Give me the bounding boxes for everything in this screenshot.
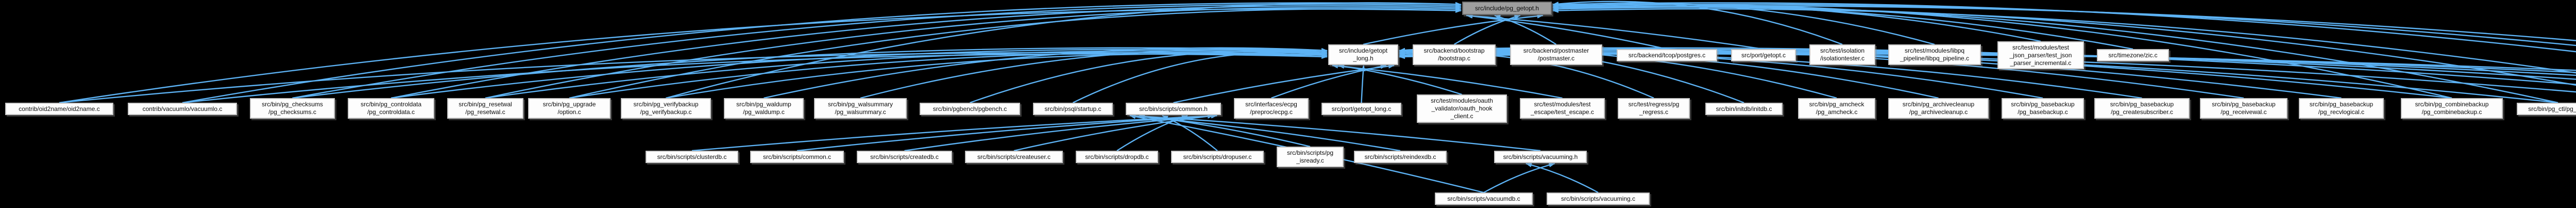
graph-node-vacuumingh[interactable]: src/bin/scripts/vacuuming.h (1494, 151, 1587, 163)
include-edge (1526, 163, 1599, 194)
include-edge (182, 2, 1462, 104)
graph-node-libpq[interactable]: src/test/modules/libpq _pipeline/libpq_p… (1888, 44, 1981, 65)
include-edge (1129, 114, 1401, 152)
include-edge (1363, 13, 1544, 45)
include-edge (59, 52, 1328, 104)
graph-node-commonh[interactable]: src/bin/scripts/common.h (1126, 103, 1221, 115)
graph-node-archivecleanup[interactable]: src/bin/pg_archivecleanup /pg_archivecle… (1888, 98, 1989, 119)
graph-node-postmaster[interactable]: src/backend/postmaster /postmaster.c (1510, 44, 1602, 65)
graph-node-verifybackup[interactable]: src/bin/pg_verifybackup /pg_verifybackup… (621, 98, 711, 119)
include-edge (59, 8, 1462, 104)
include-edge (1361, 65, 1366, 103)
graph-node-vacuumingc[interactable]: src/bin/scripts/vacuuming.c (1547, 193, 1650, 205)
graph-node-isotester[interactable]: src/test/isolation /isolationtester.c (1809, 44, 1875, 65)
graph-node-dropdb[interactable]: src/bin/scripts/dropdb.c (1076, 151, 1158, 163)
include-edge (1552, 1, 1843, 45)
include-edge (764, 47, 1328, 99)
include-edge (1139, 114, 1311, 148)
graph-node-clusterdb[interactable]: src/bin/scripts/clusterdb.c (646, 151, 738, 163)
include-edge (860, 49, 1328, 99)
include-edge (1552, 4, 2041, 42)
graph-node-combinebackup[interactable]: src/bin/pg_combinebackup /pg_combineback… (2401, 98, 2503, 119)
graph-node-walsummary[interactable]: src/bin/pg_walsummary /pg_walsummary.c (814, 98, 907, 119)
include-edge (1162, 115, 1218, 151)
include-edge (796, 114, 1217, 152)
include-edge (391, 5, 1462, 99)
include-edge (691, 114, 1217, 152)
include-edge (1483, 163, 1555, 194)
include-edge (904, 114, 1217, 152)
graph-node-zic[interactable]: src/timezone/zic.c (2097, 49, 2169, 61)
graph-node-testescape[interactable]: src/test/modules/test _escape/test_escap… (1520, 98, 1605, 119)
graph-node-reindexdb[interactable]: src/bin/scripts/reindexdb.c (1354, 151, 1447, 163)
graph-node-recvlogical[interactable]: src/bin/pg_basebackup /pg_recvlogical.c (2299, 98, 2384, 119)
graph-node-createsubscriber[interactable]: src/bin/pg_basebackup /pg_createsubscrib… (2094, 98, 2190, 119)
include-edge (1072, 52, 1328, 104)
include-edge (569, 52, 1328, 99)
include-edge (1013, 114, 1214, 152)
graph-node-testjson[interactable]: src/test/modules/test _json_parser/test_… (1997, 41, 2084, 69)
graph-node-getoptlongc[interactable]: src/port/getopt_long.c (1321, 103, 1401, 115)
graph-node-root: src/include/pg_getopt.h (1462, 2, 1552, 15)
graph-node-glh[interactable]: src/include/getopt _long.h (1328, 44, 1398, 65)
include-edge (391, 49, 1328, 99)
graph-node-pgctl[interactable]: src/bin/pg_ctl/pg_ctl.c (2517, 103, 2576, 115)
include-edge (292, 47, 1328, 99)
include-edge (1332, 63, 1563, 99)
include-edge (1552, 2, 1935, 45)
graph-node-ecpg[interactable]: src/interfaces/ecpg /preproc/ecpg.c (1234, 98, 1309, 119)
graph-node-startup[interactable]: src/bin/psql/startup.c (1033, 103, 1113, 115)
graph-node-controldata[interactable]: src/bin/pg_controldata /pg_controldata.c (348, 98, 434, 119)
graph-node-checksums[interactable]: src/bin/pg_checksums /pg_checksums.c (250, 98, 335, 119)
graph-node-vacuumdb[interactable]: src/bin/scripts/vacuumdb.c (1435, 193, 1533, 205)
graph-node-basebackup[interactable]: src/bin/pg_basebackup /pg_basebackup.c (2002, 98, 2084, 119)
graph-node-resetwal[interactable]: src/bin/pg_resetwal /pg_resetwal.c (447, 98, 523, 119)
graph-node-waldump[interactable]: src/bin/pg_waldump /pg_waldump.c (724, 98, 804, 119)
include-edge (292, 3, 1462, 99)
include-edge (1116, 115, 1188, 152)
include-edge (1173, 63, 1395, 104)
graph-node-bootstrap[interactable]: src/backend/bootstrap /bootstrap.c (1413, 44, 1496, 65)
graph-node-option[interactable]: src/bin/pg_upgrade /option.c (528, 98, 611, 119)
graph-node-vacuumlo[interactable]: contrib/vacuumlo/vacuumlo.c (128, 103, 237, 115)
graph-node-initdb[interactable]: src/bin/initdb/initdb.c (1705, 103, 1783, 115)
include-edge (1338, 64, 1462, 95)
include-edge (1271, 64, 1387, 99)
graph-node-oauth[interactable]: src/test/modules/oauth _validator/oauth_… (1417, 94, 1507, 123)
graph-node-getoptc[interactable]: src/port/getopt.c (1731, 49, 1796, 61)
include-edge (182, 53, 1328, 104)
include-edge (1494, 14, 1557, 45)
include-edge (666, 53, 1328, 99)
include-edge (485, 6, 1462, 99)
graph-node-createuser[interactable]: src/bin/scripts/createuser.c (965, 151, 1063, 163)
graph-node-createdb[interactable]: src/bin/scripts/createdb.c (857, 151, 952, 163)
graph-node-receivewal[interactable]: src/bin/pg_basebackup /pg_receivewal.c (2200, 98, 2287, 119)
graph-node-oid2name[interactable]: contrib/oid2name/oid2name.c (5, 103, 113, 115)
graph-node-pgregress[interactable]: src/test/regress/pg _regress.c (1618, 98, 1690, 119)
graph-node-postgres[interactable]: src/backend/tcop/postgres.c (1617, 49, 1717, 61)
graph-node-isready[interactable]: src/bin/scripts/pg _isready.c (1277, 147, 1344, 167)
include-edge (1453, 14, 1521, 45)
include-edge (485, 50, 1328, 99)
include-edge (970, 50, 1328, 104)
graph-node-pgbench[interactable]: src/bin/pgbench/pgbench.c (920, 103, 1020, 115)
include-edge (569, 8, 1462, 99)
graph-node-dropuser[interactable]: src/bin/scripts/dropuser.c (1171, 151, 1264, 163)
graph-node-commonc[interactable]: src/bin/scripts/common.c (750, 151, 844, 163)
graph-node-amcheck[interactable]: src/bin/pg_amcheck /pg_amcheck.c (1798, 98, 1875, 119)
